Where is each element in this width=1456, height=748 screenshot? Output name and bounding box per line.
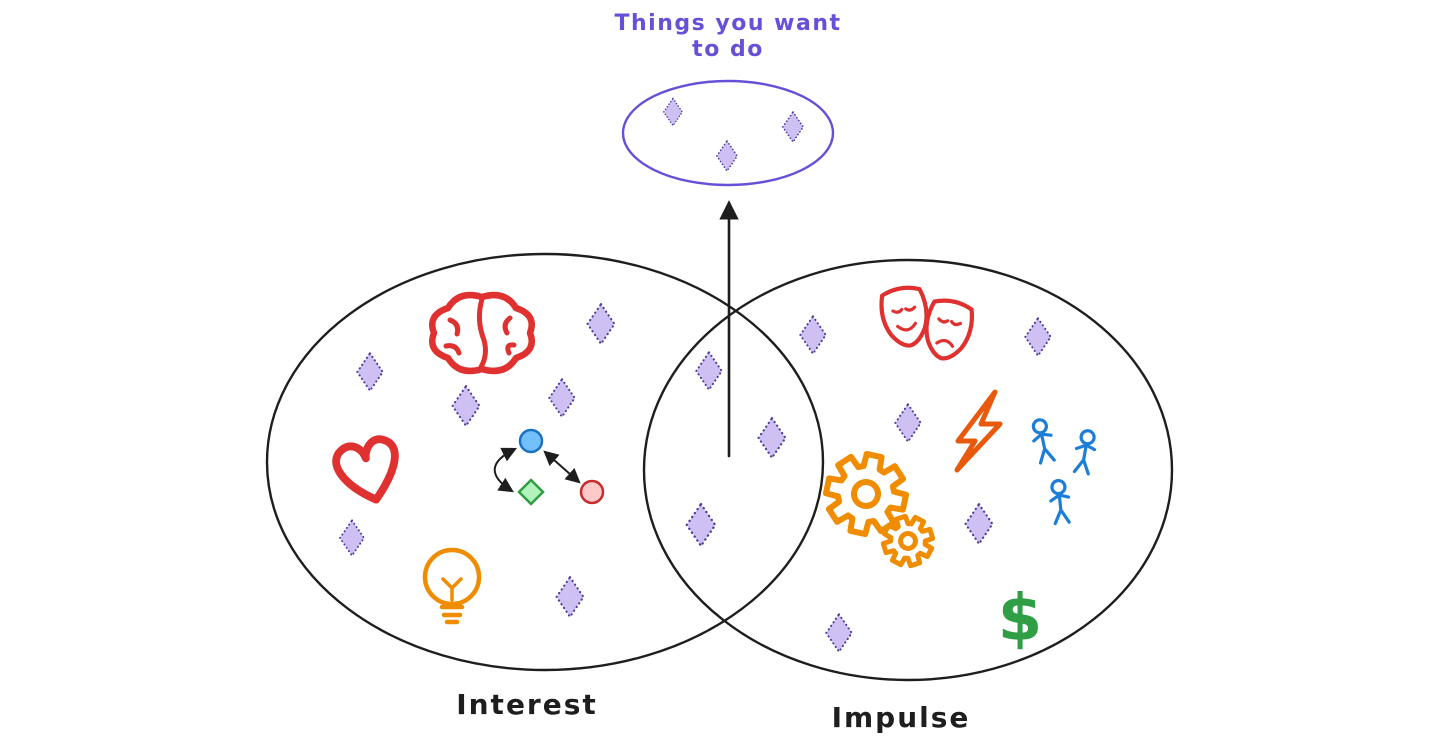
lightning-icon [954, 389, 1003, 473]
impulse-label: Impulse [832, 701, 971, 734]
diamond-icon [548, 378, 576, 418]
diamond-icon [715, 140, 739, 172]
interest-circle [265, 252, 825, 672]
network-node-blue [518, 428, 544, 454]
heart-icon [332, 435, 399, 504]
brain-icon [429, 291, 535, 375]
top-label-line2: to do [692, 37, 764, 62]
things-ellipse [621, 79, 835, 187]
interest-label: Interest [456, 688, 598, 721]
network-arrow [543, 450, 581, 484]
diamond-icon [451, 385, 481, 427]
diamond-icon [685, 502, 717, 548]
diamond-icon [757, 417, 787, 459]
gears-icon [819, 447, 941, 574]
diamond-icon [662, 97, 684, 127]
diamond-icon [555, 576, 585, 618]
person-icon [1070, 427, 1100, 476]
dollar-icon: $ [998, 582, 1043, 656]
lightbulb-icon [422, 547, 482, 625]
person-icon [1047, 478, 1073, 526]
diamond-group [339, 97, 1052, 653]
diamond-icon [799, 315, 827, 355]
network-node-green-diamond [517, 478, 545, 506]
network-icon [493, 428, 605, 506]
impulse-circle [642, 258, 1174, 682]
diamond-icon [1024, 317, 1052, 357]
diamond-icon [781, 111, 805, 143]
dancing-figures-icon [1028, 416, 1100, 526]
network-node-pink [579, 479, 605, 505]
diamond-icon [339, 519, 365, 557]
diamond-icon [964, 503, 994, 545]
diamond-icon [356, 352, 384, 392]
diamond-icon [825, 613, 853, 653]
theater-masks-icon [878, 285, 975, 363]
diamond-icon [586, 303, 616, 345]
top-label-line1-text: Things you want [615, 11, 842, 36]
diamond-icon [894, 403, 922, 443]
network-curved-arrow [493, 447, 518, 493]
diamond-icon [695, 351, 723, 391]
person-icon [1028, 416, 1058, 466]
